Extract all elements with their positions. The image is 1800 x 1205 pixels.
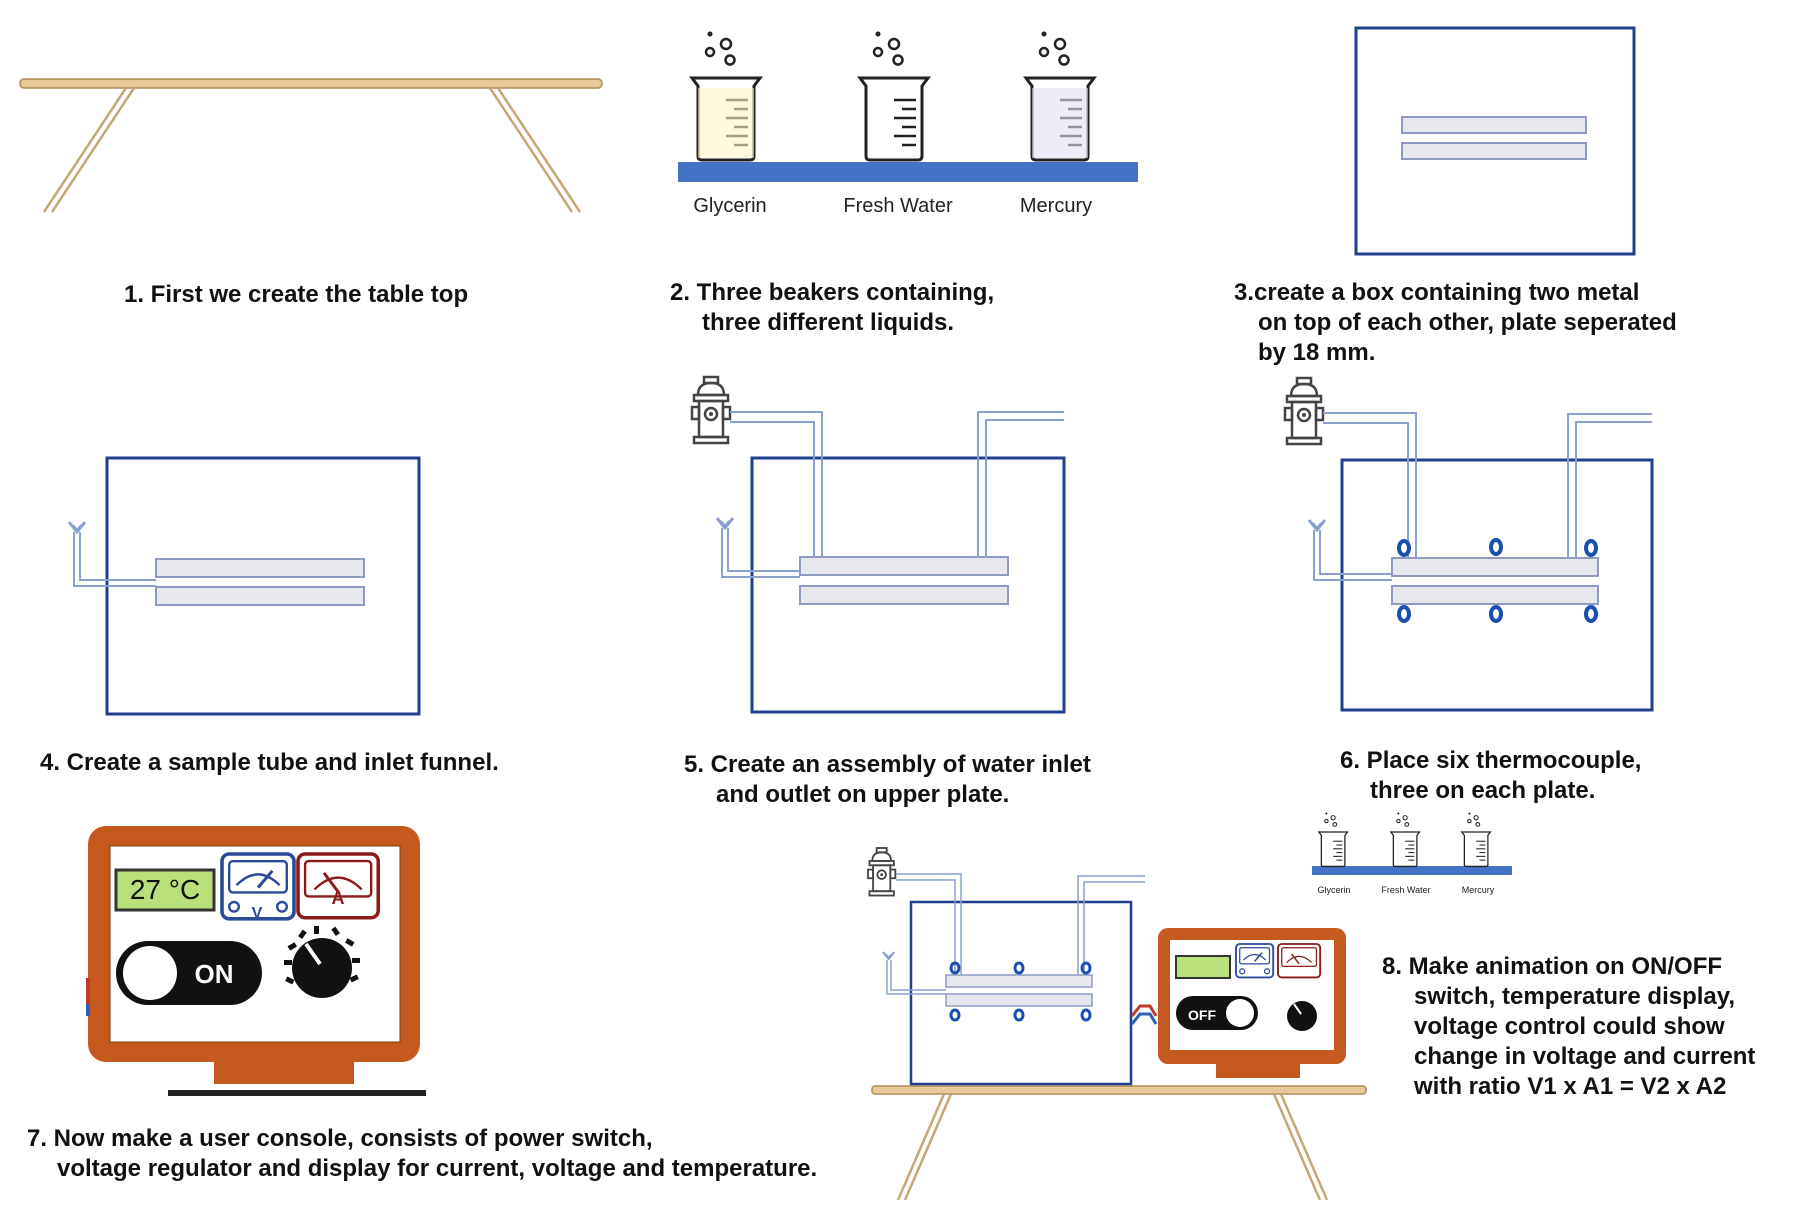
table-top-step1 <box>19 78 603 213</box>
beaker-label-mercury: Mercury <box>1020 195 1092 217</box>
step-8-caption-line-1: 8. Make animation on ON/OFF <box>1382 953 1723 980</box>
step-8-caption-line-5: with ratio V1 x A1 = V2 x A2 <box>1414 1073 1727 1100</box>
step-5-caption-line-1: 5. Create an assembly of water inlet <box>684 751 1091 778</box>
small-label-mercury: Mercury <box>1462 885 1495 895</box>
box-step5 <box>690 375 1066 714</box>
step-4-caption-line-1: 4. Create a sample tube and inlet funnel… <box>40 749 499 776</box>
user-console-large: 27 °C V A ON <box>86 826 426 1096</box>
step-1-caption-line-1: 1. First we create the table top <box>124 281 469 308</box>
beakers-shelf-step2: Glycerin Fresh Water Mercury <box>678 30 1138 217</box>
step-6-caption-line-1: 6. Place six thermocouple, <box>1340 747 1642 774</box>
box-step3 <box>1354 26 1636 256</box>
step-3-caption-line-3: by 18 mm. <box>1258 339 1376 366</box>
step-2-caption-line-1: 2. Three beakers containing, <box>670 279 995 306</box>
power-switch-off: OFF <box>1188 1007 1216 1023</box>
step-8-caption-line-2: switch, temperature display, <box>1414 983 1735 1010</box>
step-3-caption-line-2: on top of each other, plate seperated <box>1258 309 1677 336</box>
voltmeter-symbol: V <box>252 905 263 922</box>
step-7-caption-line-2: voltage regulator and display for curren… <box>57 1155 818 1182</box>
small-label-glycerin: Glycerin <box>1317 885 1350 895</box>
voltage-knob <box>284 926 360 1000</box>
beaker-label-glycerin: Glycerin <box>693 195 766 217</box>
ammeter-symbol: A <box>332 888 345 908</box>
step-8-caption-line-4: change in voltage and current <box>1414 1043 1756 1070</box>
box-step4 <box>67 456 421 716</box>
small-label-fresh-water: Fresh Water <box>1381 885 1430 895</box>
step-5-caption-line-2: and outlet on upper plate. <box>716 781 1010 808</box>
temperature-display: 27 °C <box>130 874 200 905</box>
beaker-label-fresh-water: Fresh Water <box>843 195 953 217</box>
step-8-caption-line-3: voltage control could show <box>1414 1013 1725 1040</box>
step-6-caption-line-2: three on each plate. <box>1370 777 1596 804</box>
step-2-caption-line-2: three different liquids. <box>702 309 955 336</box>
final-assembly: OFF <box>867 847 1367 1201</box>
beakers-shelf-small: Glycerin Fresh Water Mercury <box>1312 811 1512 895</box>
step-3-caption-line-1: 3.create a box containing two metal <box>1234 279 1640 306</box>
power-switch-on: ON <box>195 959 234 989</box>
box-step6 <box>1283 376 1654 712</box>
step-7-caption-line-1: 7. Now make a user console, consists of … <box>27 1125 653 1152</box>
